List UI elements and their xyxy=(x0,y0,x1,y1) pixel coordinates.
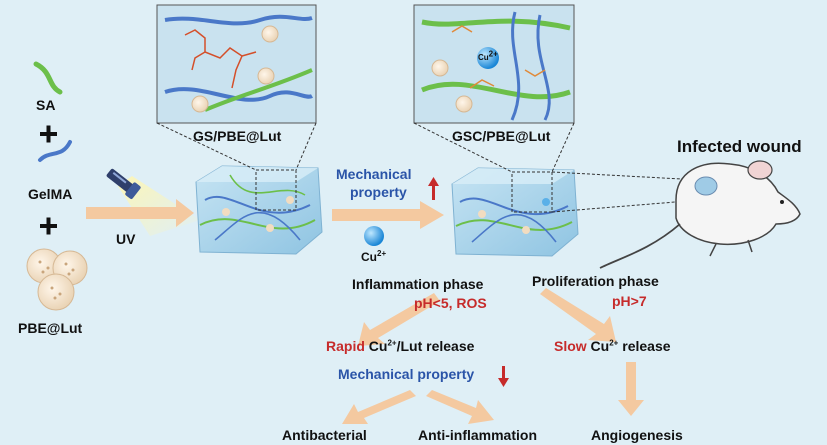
arrow-antibacterial xyxy=(342,390,416,424)
rapid-release-label: Rapid Cu2+/Lut release xyxy=(326,338,475,354)
uv-arrow xyxy=(86,199,194,227)
flashlight-icon xyxy=(106,168,141,199)
antibacterial-label: Antibacterial xyxy=(282,427,367,443)
slow-release-label: Slow Cu2+ release xyxy=(554,338,671,354)
arrow-anti-inflammation xyxy=(426,390,494,424)
plus-icon xyxy=(40,125,57,143)
gsc-hydrogel xyxy=(451,167,579,257)
sa-label: SA xyxy=(36,97,56,113)
gs-hydrogel xyxy=(195,165,323,255)
plus-icon xyxy=(40,217,57,235)
base-condition-label: pH>7 xyxy=(612,293,647,309)
pbe-lut-label: PBE@Lut xyxy=(18,320,83,336)
cu-bead-label: Cu2+ xyxy=(478,49,498,62)
infected-wound-label: Infected wound xyxy=(677,137,802,156)
mechanical-label: Mechanical xyxy=(336,166,412,182)
arrow-inflammation xyxy=(358,293,440,346)
anti-inflammation-label: Anti-inflammation xyxy=(418,427,537,443)
pbe-lut-beads xyxy=(26,248,88,311)
angiogenesis-label: Angiogenesis xyxy=(591,427,683,443)
cu-ion-icon xyxy=(477,47,499,69)
up-arrow-icon xyxy=(428,177,439,200)
down-arrow-icon xyxy=(498,366,509,387)
proliferation-phase-label: Proliferation phase xyxy=(532,273,659,289)
uv-label: UV xyxy=(116,231,136,247)
mouse-icon xyxy=(599,160,801,269)
sa-strand xyxy=(33,61,63,95)
mechanical-arrow xyxy=(332,201,444,229)
cu-ion-icon xyxy=(364,226,384,246)
acid-condition-label: pH<5, ROS xyxy=(414,295,487,311)
zoom-box-gs xyxy=(156,4,317,171)
gs-pbe-lut-label: GS/PBE@Lut xyxy=(193,128,282,144)
gsc-pbe-lut-label: GSC/PBE@Lut xyxy=(452,128,551,144)
inflammation-phase-label: Inflammation phase xyxy=(352,276,484,292)
gelma-label: GelMA xyxy=(28,186,73,202)
zoom-box-gsc xyxy=(413,4,575,173)
property-label: property xyxy=(350,184,407,200)
gelma-strand xyxy=(38,140,72,162)
arrow-proliferation xyxy=(540,288,616,342)
arrow-angiogenesis xyxy=(618,362,644,416)
mechanical-property-label: Mechanical property xyxy=(338,366,475,382)
cu-label: Cu2+ xyxy=(361,249,387,264)
